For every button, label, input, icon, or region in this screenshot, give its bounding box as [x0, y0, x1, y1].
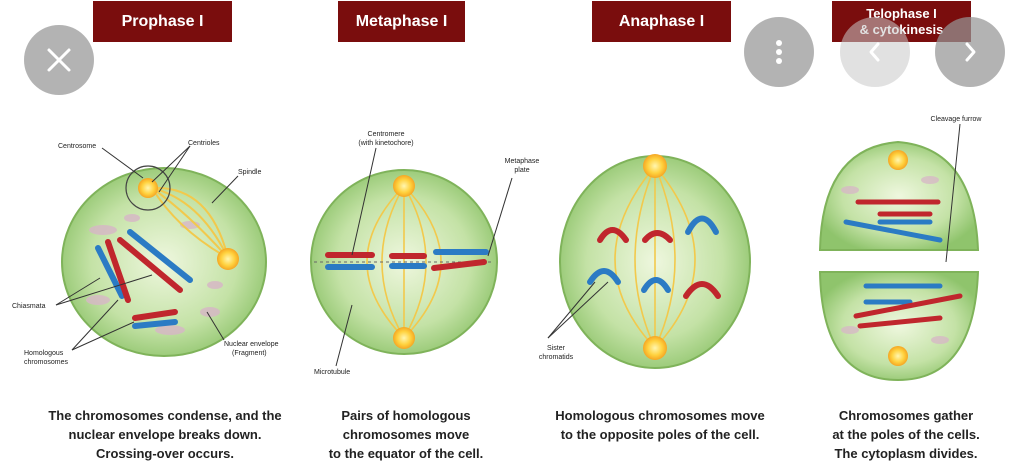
telophase-labels: Cleavage furrow	[931, 116, 983, 263]
caption-telophase-line-2: at the poles of the cells.	[832, 427, 980, 442]
caption-telophase: Chromosomes gather at the poles of the c…	[806, 406, 1006, 463]
metaphase-labels: Centromere (with kinetochore) Metaphase …	[314, 131, 539, 376]
label-homologous-1: Homologous	[24, 350, 64, 357]
label-metaphase-plate-2: plate	[514, 167, 529, 174]
caption-anaphase-line-2: to the opposite poles of the cell.	[560, 427, 760, 442]
caption-prophase-line-1: The chromosomes condense, and the	[48, 408, 282, 423]
anaphase-labels: Sister chromatids	[539, 281, 609, 361]
next-button[interactable]	[935, 17, 1005, 87]
caption-metaphase: Pairs of homologous chromosomes move to …	[306, 406, 506, 463]
caption-prophase-line-3: Crossing-over occurs.	[96, 446, 234, 461]
chevron-left-icon	[869, 42, 880, 62]
caption-anaphase-line-1: Homologous chromosomes move	[555, 408, 765, 423]
telophase-cells	[818, 140, 980, 382]
phase-title-metaphase: Metaphase I	[338, 1, 465, 42]
caption-prophase-line-2: nuclear envelope breaks down.	[68, 427, 262, 442]
label-sister-2: chromatids	[539, 354, 574, 361]
label-nuclear-envelope-1: Nuclear envelope	[224, 341, 279, 348]
label-chiasmata: Chiasmata	[12, 303, 46, 310]
label-centrioles: Centrioles	[188, 140, 220, 147]
telophase-title-line-1: Telophase I	[866, 5, 937, 21]
label-centrosome: Centrosome	[58, 143, 96, 150]
caption-metaphase-line-2: chromosomes move	[342, 427, 470, 442]
chevron-right-icon	[965, 42, 976, 62]
close-button[interactable]	[24, 25, 94, 95]
prophase-cell	[61, 165, 267, 357]
label-microtubule: Microtubule	[314, 369, 350, 376]
metaphase-cell	[310, 169, 498, 355]
phase-title-prophase: Prophase I	[93, 1, 232, 42]
label-nuclear-envelope-2: (Fragment)	[232, 350, 267, 357]
label-cleavage-furrow: Cleavage furrow	[931, 116, 983, 123]
prophase-labels: Centrosome Centrioles Spindle Chiasmata …	[12, 140, 279, 366]
previous-button[interactable]	[840, 17, 910, 87]
label-centromere-2: (with kinetochore)	[358, 140, 413, 147]
close-icon	[47, 48, 71, 72]
caption-anaphase: Homologous chromosomes move to the oppos…	[540, 406, 780, 444]
label-homologous-2: chromosomes	[24, 359, 68, 366]
anaphase-cell	[559, 154, 751, 369]
caption-metaphase-line-1: Pairs of homologous	[341, 408, 471, 423]
caption-prophase: The chromosomes condense, and the nuclea…	[20, 406, 310, 463]
caption-metaphase-line-3: to the equator of the cell.	[328, 446, 484, 461]
label-spindle: Spindle	[238, 169, 261, 176]
label-centromere-1: Centromere	[368, 131, 405, 138]
caption-telophase-line-1: Chromosomes gather	[838, 408, 974, 423]
caption-telophase-line-3: The cytoplasm divides.	[834, 446, 978, 461]
label-metaphase-plate-1: Metaphase	[505, 158, 540, 165]
label-sister-1: Sister	[547, 345, 566, 352]
phase-title-anaphase: Anaphase I	[592, 1, 731, 42]
more-options-button[interactable]	[744, 17, 814, 87]
more-icon	[776, 40, 782, 64]
